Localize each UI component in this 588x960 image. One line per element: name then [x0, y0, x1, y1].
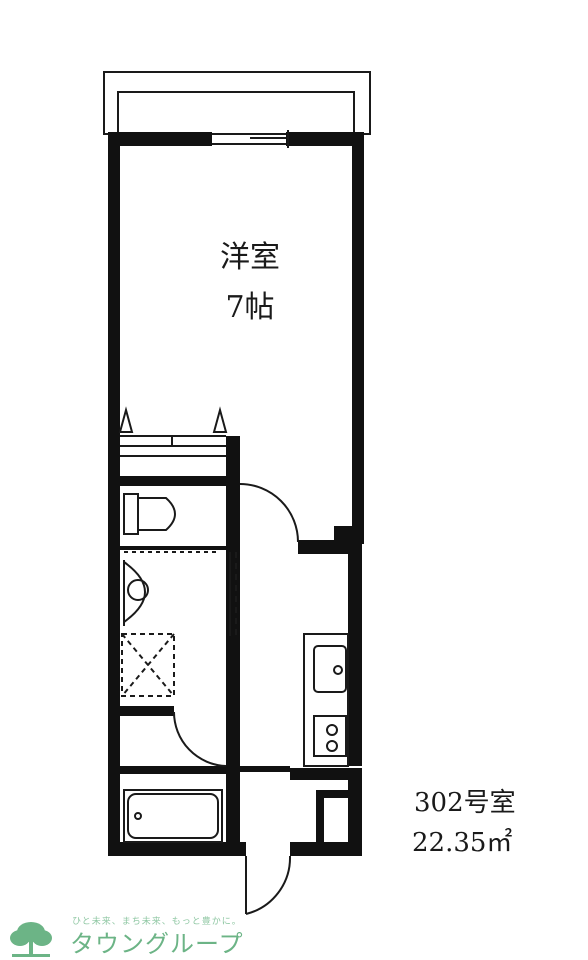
- brand-tagline: ひと未来、まち未来、もっと豊かに。: [72, 917, 242, 927]
- balcony-window: [212, 130, 289, 148]
- toilet-icon: [123, 493, 176, 535]
- tree-logo-icon: [10, 922, 52, 957]
- kitchen-counter: [303, 633, 349, 767]
- room-size-label: 7帖: [225, 290, 275, 325]
- bathroom-door: [173, 711, 227, 767]
- washing-machine-space-icon: [121, 633, 175, 697]
- brand-name: タウングループ: [70, 930, 244, 958]
- interior-walls: [120, 436, 356, 856]
- exterior-walls: [108, 132, 364, 856]
- town-group-logo: ひと未来、まち未来、もっと豊かに。 タウングループ: [0, 910, 260, 960]
- room-name-label: 洋室: [220, 240, 280, 275]
- balcony: [103, 71, 371, 135]
- room-door: [239, 483, 299, 543]
- bathtub-icon: [123, 789, 223, 843]
- unit-number-label: 302号室: [414, 788, 516, 818]
- sliding-door: [229, 552, 237, 636]
- closet: [118, 406, 228, 457]
- entrance-door: [245, 855, 292, 915]
- washbasin-icon: [123, 560, 149, 626]
- unit-area-label: 22.35㎡: [412, 828, 513, 858]
